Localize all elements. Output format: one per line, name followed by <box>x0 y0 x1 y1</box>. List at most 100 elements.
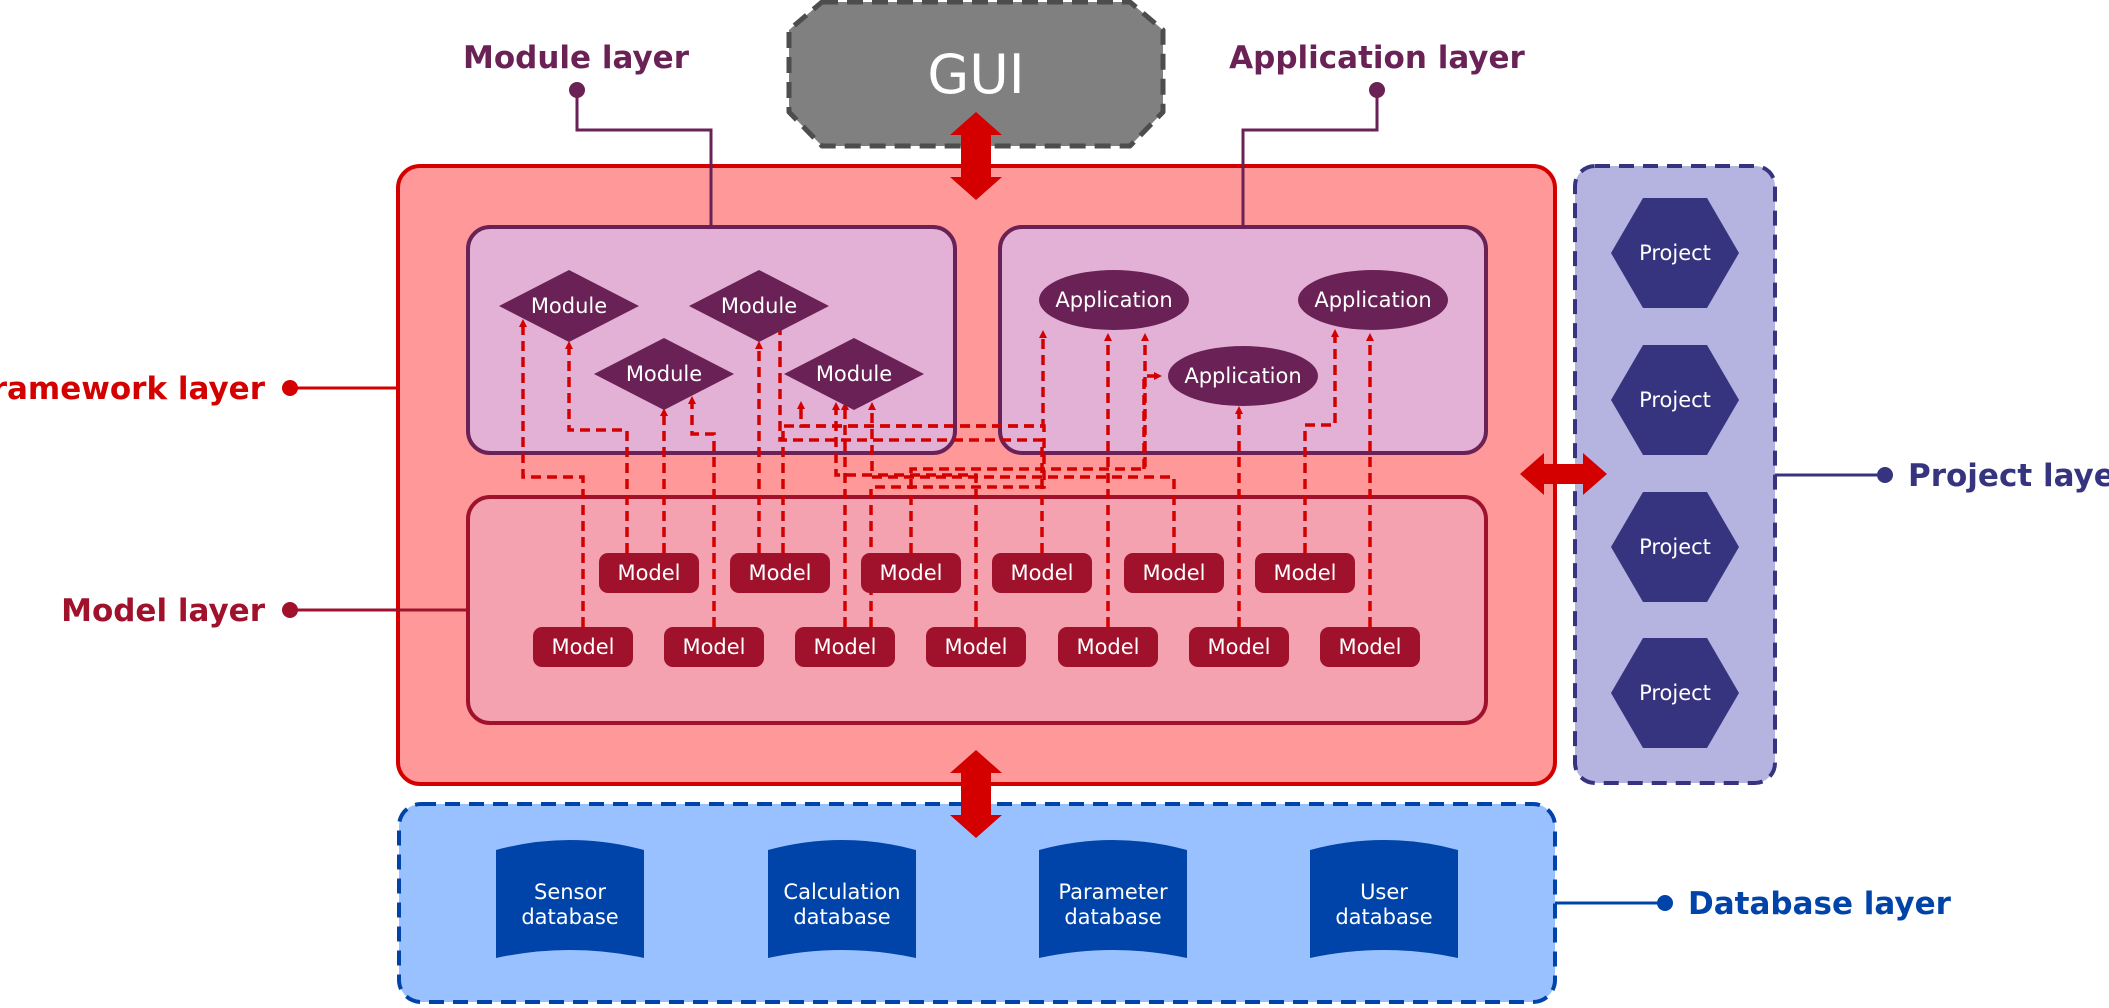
database-group: SensordatabaseCalculationdatabaseParamet… <box>496 840 1458 958</box>
module-label: Module <box>626 362 702 386</box>
model-node[interactable]: Model <box>1124 553 1224 593</box>
database-layer-label: Database layer <box>1688 886 1952 922</box>
model-node[interactable]: Model <box>599 553 699 593</box>
project-node[interactable]: Project <box>1611 345 1739 455</box>
project-label: Project <box>1639 388 1711 412</box>
dependency-connector <box>519 319 585 627</box>
model-node[interactable]: Model <box>992 553 1092 593</box>
model-node[interactable]: Model <box>1320 627 1420 667</box>
module-diamond-shape <box>499 270 639 342</box>
application-ellipse-shape <box>1168 346 1318 406</box>
dependency-connector <box>688 396 716 627</box>
module-diamond-shape <box>784 338 924 410</box>
dependency-connector <box>1303 329 1339 553</box>
model-box-shape <box>1320 627 1420 667</box>
model-box-shape <box>926 627 1026 667</box>
application-layer-callout: Application layer <box>1229 40 1526 227</box>
model-box-shape <box>795 627 895 667</box>
model-box-shape <box>992 553 1092 593</box>
database-cylinder-icon <box>496 840 644 958</box>
application-label: Application <box>1055 288 1172 312</box>
model-label: Model <box>682 635 745 659</box>
module-node[interactable]: Module <box>499 270 639 342</box>
model-node[interactable]: Model <box>664 627 764 667</box>
model-box-shape <box>1255 553 1355 593</box>
dependency-connector <box>832 402 978 627</box>
model-box-shape <box>533 627 633 667</box>
model-node[interactable]: Model <box>861 553 961 593</box>
model-box-shape <box>861 553 961 593</box>
model-node[interactable]: Model <box>533 627 633 667</box>
application-node[interactable]: Application <box>1039 270 1189 330</box>
project-layer-label: Project layer <box>1908 458 2109 494</box>
model-layer-label: Model layer <box>61 593 266 629</box>
application-label: Application <box>1314 288 1431 312</box>
module-layer-box <box>466 225 957 455</box>
project-hexagon-shape <box>1611 345 1739 455</box>
model-label: Model <box>1010 561 1073 585</box>
model-label: Model <box>551 635 614 659</box>
model-box-shape <box>1189 627 1289 667</box>
model-label: Model <box>1142 561 1205 585</box>
model-label: Model <box>1207 635 1270 659</box>
model-label: Model <box>748 561 811 585</box>
model-node[interactable]: Model <box>1189 627 1289 667</box>
module-layer-callout: Module layer <box>463 40 713 227</box>
framework-layer-label: Framework layer <box>0 371 266 407</box>
model-label: Model <box>1273 561 1336 585</box>
model-label: Model <box>617 561 680 585</box>
database-label-line2: database <box>793 905 890 929</box>
project-node[interactable]: Project <box>1611 198 1739 308</box>
project-label: Project <box>1639 535 1711 559</box>
project-label: Project <box>1639 241 1711 265</box>
gui-block[interactable]: GUI <box>786 0 1166 149</box>
application-ellipse-shape <box>1039 270 1189 330</box>
database-label-line2: database <box>1064 905 1161 929</box>
project-node[interactable]: Project <box>1611 638 1739 748</box>
database-label-line2: database <box>521 905 618 929</box>
database-cylinder-icon <box>1310 840 1458 958</box>
model-box-shape <box>599 553 699 593</box>
database-label-line1: User <box>1360 880 1408 904</box>
application-layer-box <box>998 225 1488 455</box>
module-node[interactable]: Module <box>784 338 924 410</box>
module-node[interactable]: Module <box>689 270 829 342</box>
application-layer-label: Application layer <box>1229 40 1525 76</box>
project-node[interactable]: Project <box>1611 492 1739 602</box>
module-node[interactable]: Module <box>594 338 734 410</box>
model-label: Model <box>1076 635 1139 659</box>
model-label: Model <box>1338 635 1401 659</box>
dependency-connector <box>868 402 1176 553</box>
database-label-line1: Calculation <box>783 880 900 904</box>
project-label: Project <box>1639 681 1711 705</box>
dependency-connector <box>776 318 1044 553</box>
model-box-shape <box>1124 553 1224 593</box>
database-layer-callout: Database layer <box>1555 886 1952 922</box>
application-label: Application <box>1184 364 1301 388</box>
model-node[interactable]: Model <box>795 627 895 667</box>
gui-shape <box>786 0 1166 149</box>
application-node[interactable]: Application <box>1298 270 1448 330</box>
module-label: Module <box>816 362 892 386</box>
model-label: Model <box>944 635 1007 659</box>
gui-label: GUI <box>927 43 1024 106</box>
application-node[interactable]: Application <box>1168 346 1318 406</box>
model-node[interactable]: Model <box>1058 627 1158 667</box>
model-box-shape <box>664 627 764 667</box>
model-label: Model <box>879 561 942 585</box>
model-label: Model <box>813 635 876 659</box>
project-layer-callout: Project layer <box>1775 458 2109 494</box>
model-node[interactable]: Model <box>730 553 830 593</box>
database-cylinder-icon <box>1039 840 1187 958</box>
model-node[interactable]: Model <box>926 627 1026 667</box>
module-label: Module <box>531 294 607 318</box>
model-node[interactable]: Model <box>1255 553 1355 593</box>
project-hexagon-shape <box>1611 638 1739 748</box>
